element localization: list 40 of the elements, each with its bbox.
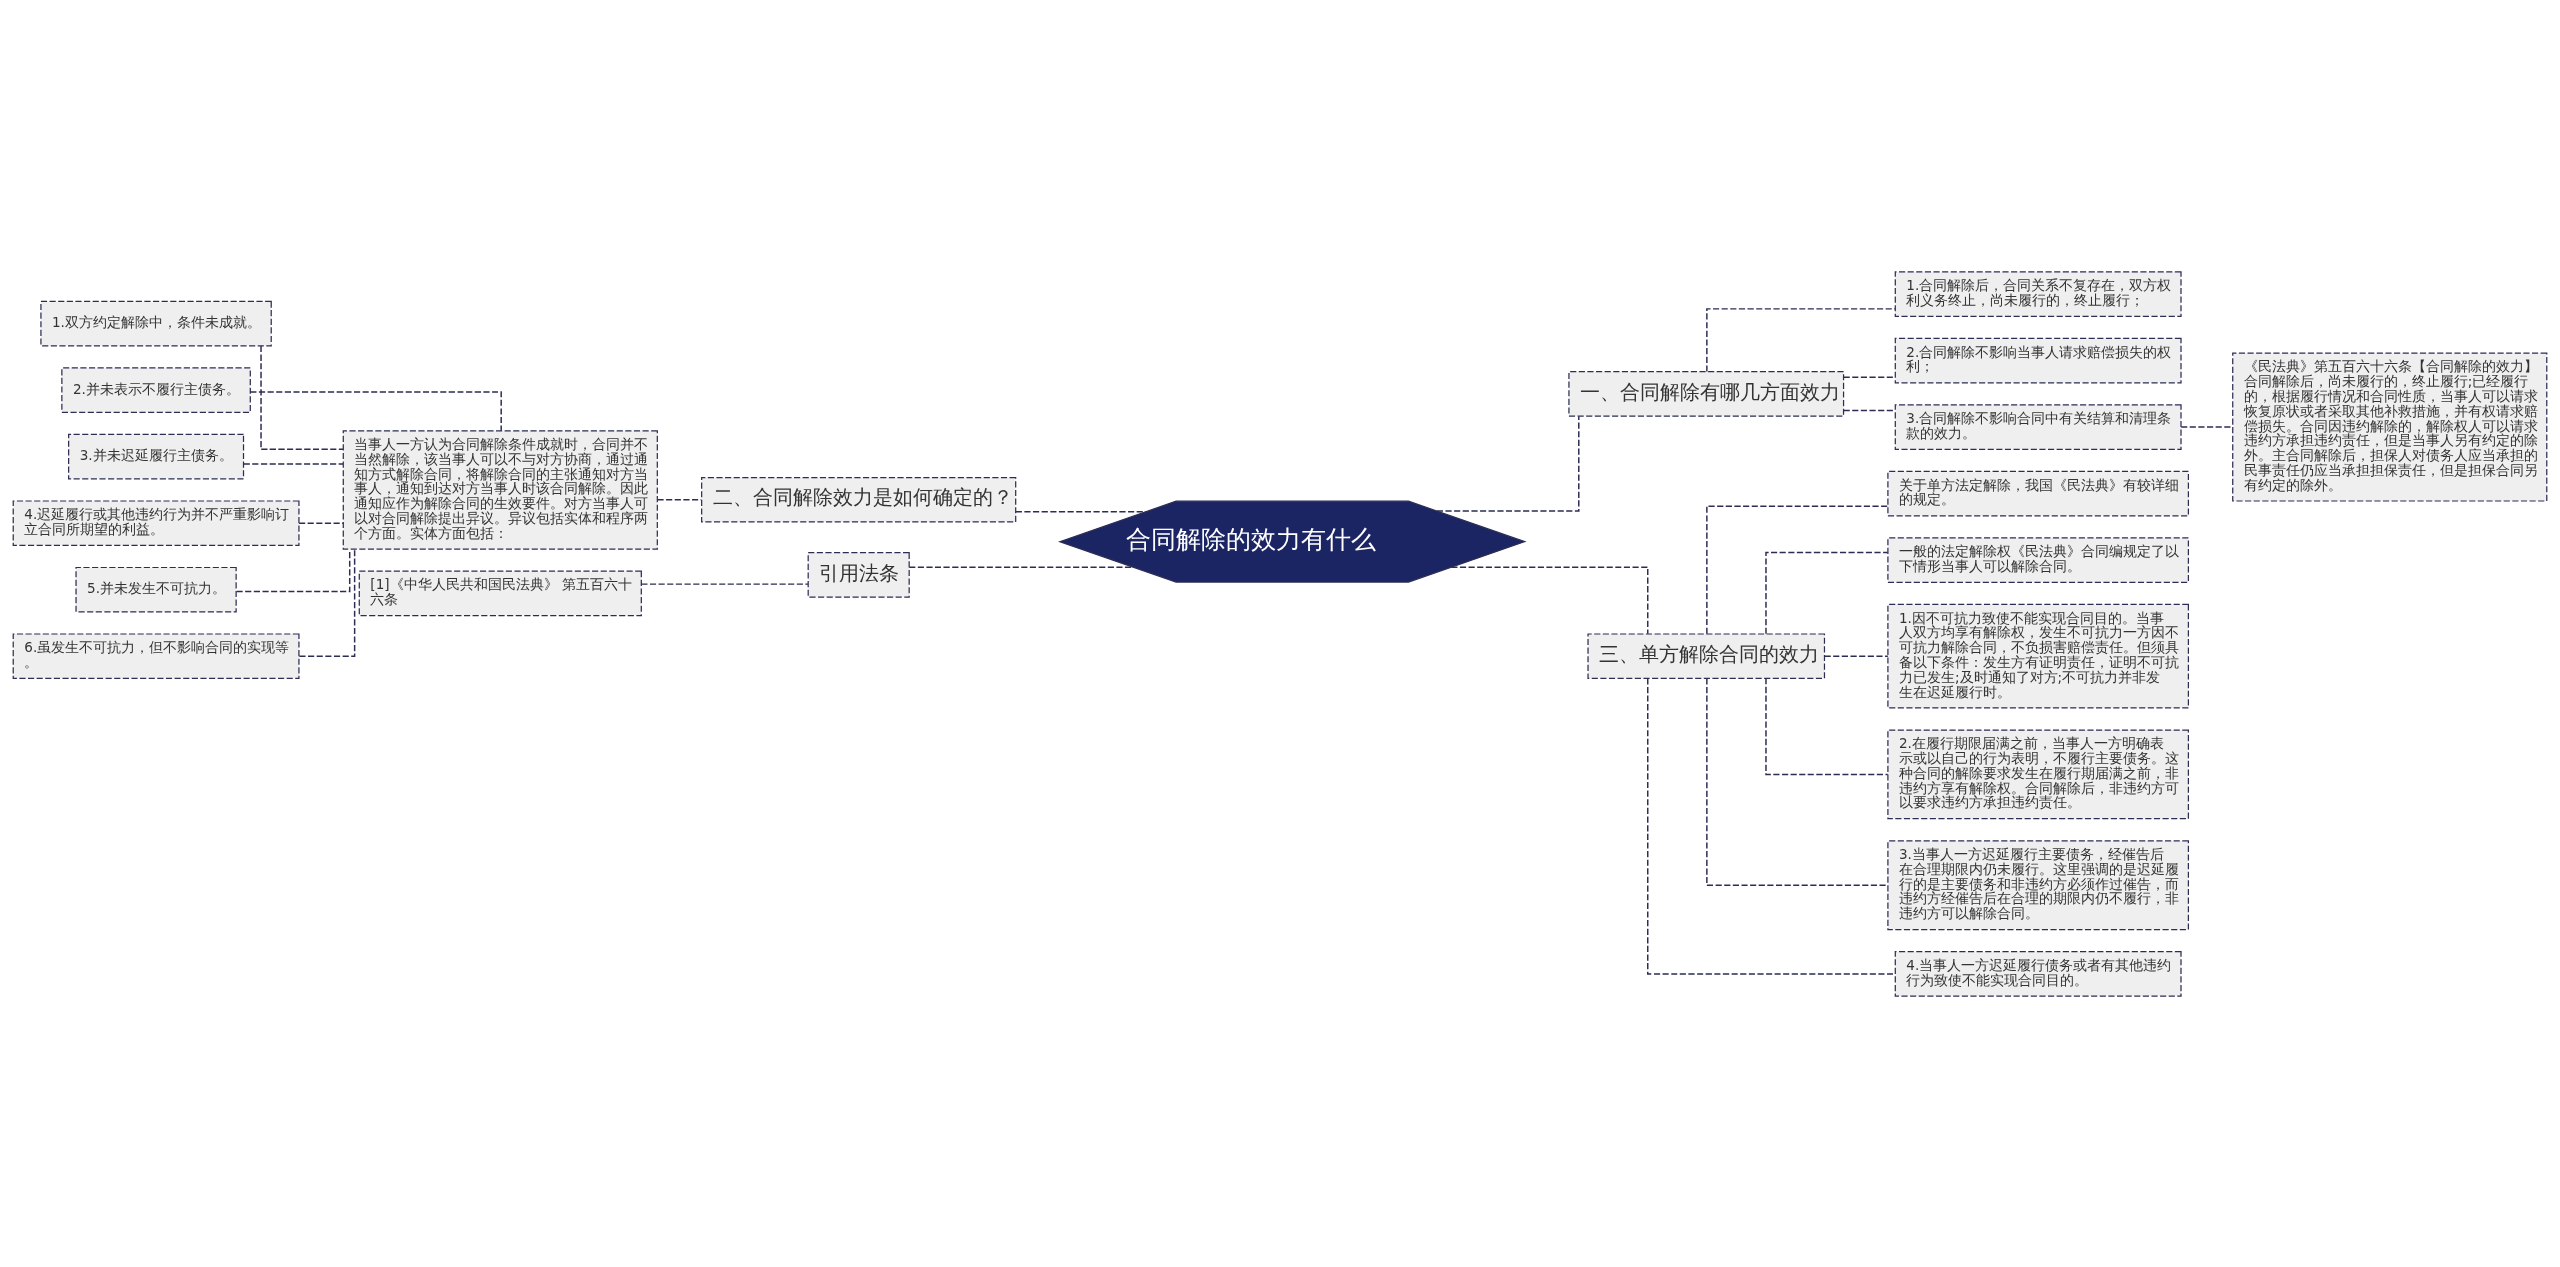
node-box: 2.合同解除不影响当事人请求赔偿损失的权利；	[1894, 337, 2182, 383]
connector	[1706, 504, 1889, 634]
node-box: 引用法条	[807, 551, 910, 598]
node-box: 6.虽发生不可抗力，但不影响合同的实现等。	[12, 632, 300, 679]
node-box: 1.因不可抗力致使不能实现合同目的。当事人双方均享有解除权，发生不可抗力一方因不可抗力解除合同，不负损害赔偿责任。但须具备以下条件：发生方有证明责任，证明不可抗力已发生;及时通知了对方;不可抗力并非发生在迟延履行时。	[1887, 603, 2189, 708]
connector	[1436, 415, 1580, 512]
node-box: 《民法典》第五百六十六条【合同解除的效力】合同解除后，尚未履行的，终止履行;已经履行的，根据履行情况和合同性质，当事人可以请求恢复原状或者采取其他补救措施，并有权请求赔偿损失。合同因违约解除的，解除权人可以请求违约方承担违约责任，但是当事人另有约定的除外。主合同解除后，担保人对债务人应当承担的民事责任仍应当承担担保责任，但是担保合同另有约定的除外。	[2232, 352, 2548, 502]
node-box: [1]《中华人民共和国民法典》 第五百六十六条	[358, 570, 642, 616]
connector	[1015, 510, 1147, 512]
node-box: 1.双方约定解除中，条件未成就。	[40, 300, 272, 346]
connector	[298, 521, 344, 524]
connector	[1706, 307, 1896, 372]
node-box: 2.并未表示不履行主债务。	[61, 366, 251, 413]
connector	[1765, 677, 1889, 775]
connector	[1823, 654, 1889, 657]
connector	[1647, 677, 1896, 975]
connector	[1842, 376, 1896, 378]
connector	[1450, 565, 1649, 634]
node-box: 3.合同解除不影响合同中有关结算和清理条款的效力。	[1894, 403, 2182, 450]
node-box: 2.在履行期限届满之前，当事人一方明确表示或以自己的行为表明，不履行主要债务。这种合同的解除要求发生在履行期届满之前，非违约方享有解除权。合同解除后，非违约方可以要求违约方承担违约责任。	[1887, 728, 2189, 819]
node-box: 4.当事人一方迟延履行债务或者有其他违约行为致使不能实现合同目的。	[1894, 950, 2182, 997]
connector	[1706, 677, 1889, 886]
node-box: 3.当事人一方迟延履行主要债务，经催告后在合理期限内仍未履行。这里强调的是迟延履行的是主要债务和非违约方必须作过催告，而违约方经催告后在合理的期限内仍不履行，非违约方可以解除合同。	[1887, 839, 2189, 930]
connector	[243, 462, 344, 465]
connector	[640, 582, 809, 585]
node-box: 一、合同解除有哪几方面效力	[1568, 370, 1845, 417]
node-box: 3.并未迟延履行主债务。	[68, 433, 245, 479]
node-box: 三、单方解除合同的效力	[1587, 632, 1826, 679]
connector	[260, 344, 344, 450]
node-box: 4.迟延履行或其他违约行为并不严重影响订立合同所期望的利益。	[12, 499, 300, 546]
node-box: 关于单方法定解除，我国《民法典》有较详细的规定。	[1887, 470, 2189, 516]
node-box: 5.并未发生不可抗力。	[75, 566, 237, 612]
connector	[298, 548, 356, 657]
connector	[1765, 551, 1889, 634]
node-box: 一般的法定解除权《民法典》合同编规定了以下情形当事人可以解除合同。	[1887, 536, 2189, 583]
node-box: 1.合同解除后，合同关系不复存在，双方权利义务终止，尚未履行的，终止履行；	[1894, 270, 2182, 317]
connector	[1842, 409, 1896, 411]
node-box: 当事人一方认为合同解除条件成就时，合同并不当然解除，该当事人可以不与对方协商，通过通知方式解除合同，将解除合同的主张通知对方当事人，通知到达对方当事人时该合同解除。因此通知应作为解除合同的生效要件。对方当事人可以对合同解除提出异议。异议包括实体和程序两个方面。实体方面包括：	[342, 429, 658, 550]
node-box: 二、合同解除效力是如何确定的？	[701, 476, 1017, 523]
connector	[249, 390, 502, 431]
